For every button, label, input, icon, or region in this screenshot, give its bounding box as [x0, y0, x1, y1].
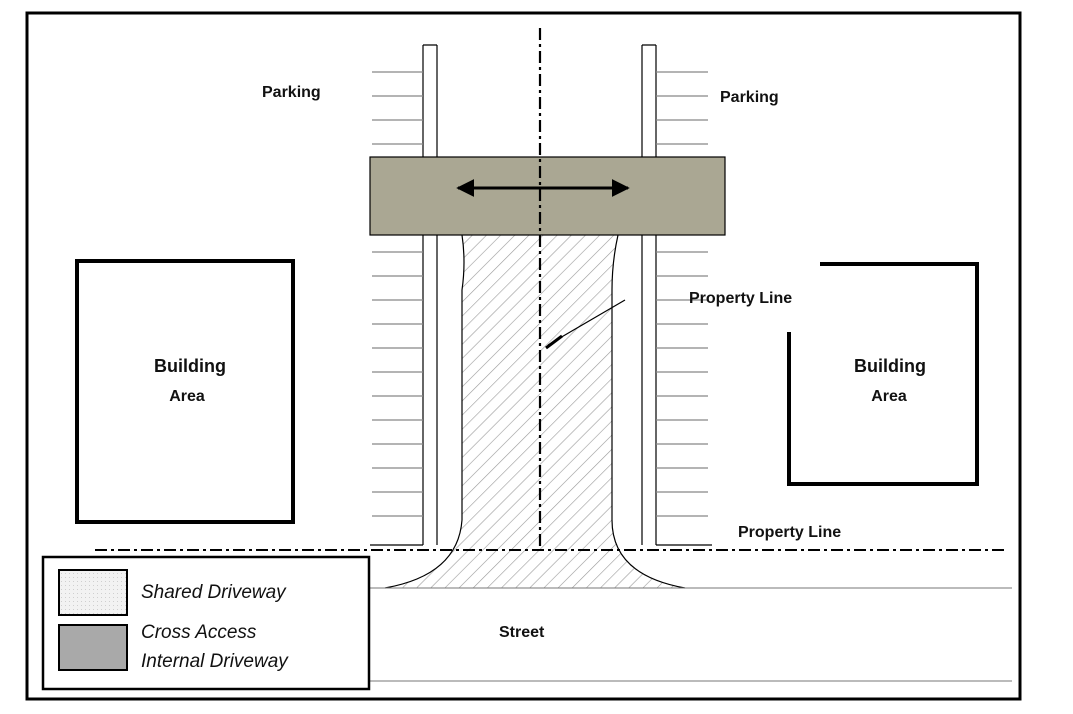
property-line-leader-tip [545, 334, 563, 350]
legend-swatch-shared-driveway [58, 569, 128, 616]
building-right-label-2: Area [871, 388, 907, 405]
building-left-label-2: Area [169, 388, 205, 405]
shared-driveway [385, 235, 685, 588]
parking-stalls-left-top [372, 71, 423, 145]
legend-label-shared-driveway: Shared Driveway [141, 582, 287, 603]
left-parking-curb [370, 44, 438, 546]
legend-swatch-cross-access [58, 624, 128, 671]
parking-stalls-right-bottom [656, 251, 708, 517]
property-line-label-horizontal: Property Line [738, 524, 841, 541]
right-parking-curb [641, 44, 712, 546]
parking-stalls-left-bottom [372, 251, 423, 517]
building-left [75, 259, 295, 524]
parking-stalls-right-top [656, 71, 708, 145]
building-right-label-1: Building [854, 356, 926, 376]
legend-label-cross-access-1: Cross Access [141, 622, 257, 643]
street-label: Street [499, 624, 545, 641]
building-left-label-1: Building [154, 356, 226, 376]
building-right [787, 262, 979, 486]
outer-frame [25, 11, 1022, 701]
parking-label-left: Parking [262, 84, 321, 101]
parking-label-right: Parking [720, 89, 779, 106]
driveway-right-edge [611, 234, 686, 589]
property-line-label-vertical: Property Line [689, 290, 792, 307]
legend-label-cross-access-2: Internal Driveway [141, 651, 289, 672]
legend: Shared Driveway Cross Access Internal Dr… [41, 555, 371, 691]
cross-access-driveway [369, 156, 726, 236]
driveway-left-edge [384, 234, 465, 589]
